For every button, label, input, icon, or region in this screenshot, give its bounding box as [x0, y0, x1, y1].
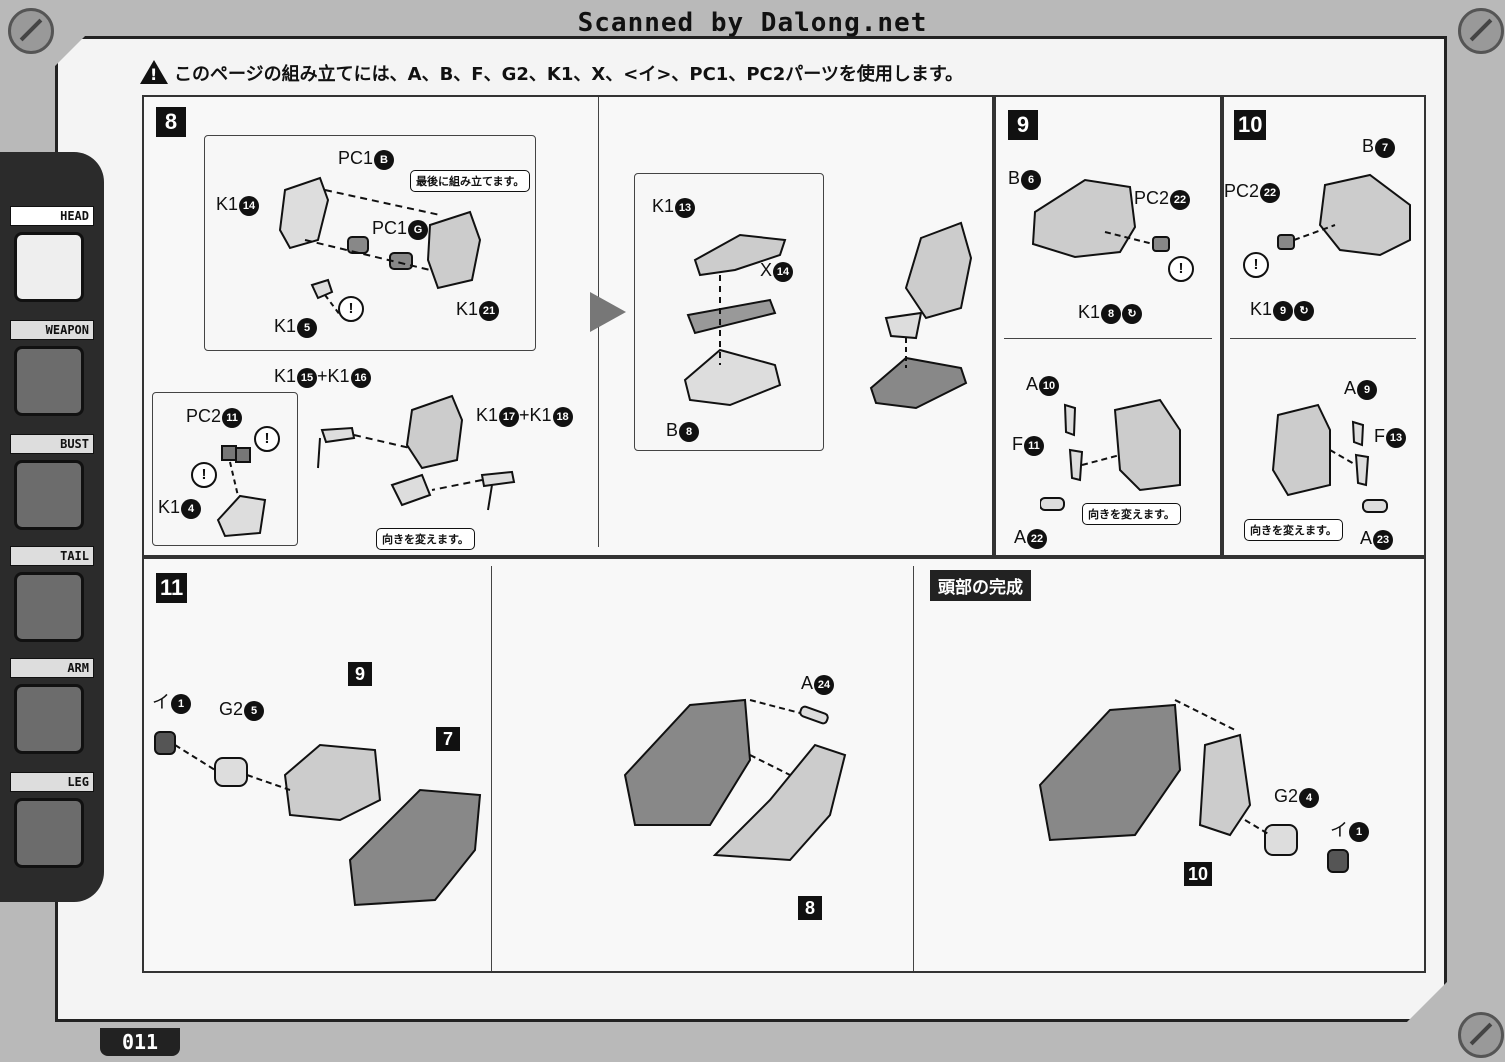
- step-number: 11: [156, 573, 188, 603]
- sidebar-item-weapon[interactable]: WEAPON: [6, 320, 96, 420]
- part-diagram: [1277, 173, 1411, 257]
- sidebar-item-label: WEAPON: [10, 320, 94, 340]
- part-diagram: [154, 731, 482, 907]
- sidebar-item-label: BUST: [10, 434, 94, 454]
- warning-icon: [140, 60, 168, 84]
- part-diagram: [1031, 178, 1170, 259]
- part-diagram: [1040, 398, 1181, 511]
- weapon-thumbnail-icon: [14, 346, 84, 416]
- next-arrow-icon: [590, 292, 626, 332]
- part-diagram: [623, 698, 847, 862]
- step-number: 10: [1234, 110, 1267, 140]
- step-number: 9: [1008, 110, 1038, 140]
- head-complete-title: 頭部の完成: [930, 570, 1031, 601]
- step-reference: 7: [436, 727, 460, 751]
- caution-icon: !: [338, 296, 364, 322]
- sidebar-item-bust[interactable]: BUST: [6, 434, 96, 534]
- part-diagram: [216, 445, 267, 538]
- sidebar-item-leg[interactable]: LEG: [6, 772, 96, 872]
- part-diagram: [317, 394, 516, 511]
- step-reference: 8: [798, 896, 822, 920]
- watermark: Scanned by Dalong.net: [577, 8, 928, 38]
- part-diagram: [1038, 699, 1349, 873]
- sidebar-item-label: HEAD: [10, 206, 94, 226]
- bolt-icon: [1458, 1012, 1504, 1058]
- part-diagram: [869, 221, 973, 410]
- divider: [1230, 338, 1416, 339]
- bolt-icon: [1458, 8, 1504, 54]
- arm-thumbnail-icon: [14, 684, 84, 754]
- part-diagram: [683, 233, 787, 407]
- divider: [491, 566, 492, 971]
- caution-icon: !: [254, 426, 280, 452]
- divider: [1004, 338, 1212, 339]
- leg-thumbnail-icon: [14, 798, 84, 868]
- caution-icon: !: [1168, 256, 1194, 282]
- sidebar-item-head[interactable]: HEAD: [6, 206, 96, 306]
- part-diagram: [278, 176, 482, 316]
- rotate-icon: ↻: [1122, 304, 1143, 324]
- sidebar-item-label: TAIL: [10, 546, 94, 566]
- change-direction-note: 向きを変えます。: [376, 528, 475, 550]
- step-reference: 9: [348, 662, 372, 686]
- caution-icon: !: [1243, 252, 1269, 278]
- bolt-icon: [8, 8, 54, 54]
- caution-icon: !: [191, 462, 217, 488]
- sidebar-item-tail[interactable]: TAIL: [6, 546, 96, 646]
- sidebar-item-label: LEG: [10, 772, 94, 792]
- bust-thumbnail-icon: [14, 460, 84, 530]
- change-direction-note: 向きを変えます。: [1082, 503, 1181, 525]
- tail-thumbnail-icon: [14, 572, 84, 642]
- section-sidebar: HEAD WEAPON BUST TAIL ARM LEG: [0, 152, 104, 902]
- part-diagram: [1271, 403, 1388, 513]
- warning-line: このページの組み立てには、A、B、F、G2、K1、X、<イ>、PC1、PC2パー…: [140, 60, 963, 86]
- divider: [913, 566, 914, 971]
- step-number: 8: [156, 107, 186, 137]
- rotate-icon: ↻: [1294, 301, 1315, 321]
- sidebar-item-label: ARM: [10, 658, 94, 678]
- warning-text: このページの組み立てには、A、B、F、G2、K1、X、<イ>、PC1、PC2パー…: [174, 64, 964, 85]
- sidebar-item-arm[interactable]: ARM: [6, 658, 96, 758]
- page-number: 011: [100, 1028, 180, 1056]
- assemble-last-note: 最後に組み立てます。: [410, 170, 531, 192]
- head-thumbnail-icon: [14, 232, 84, 302]
- change-direction-note: 向きを変えます。: [1244, 519, 1343, 541]
- step-reference: 10: [1184, 862, 1213, 886]
